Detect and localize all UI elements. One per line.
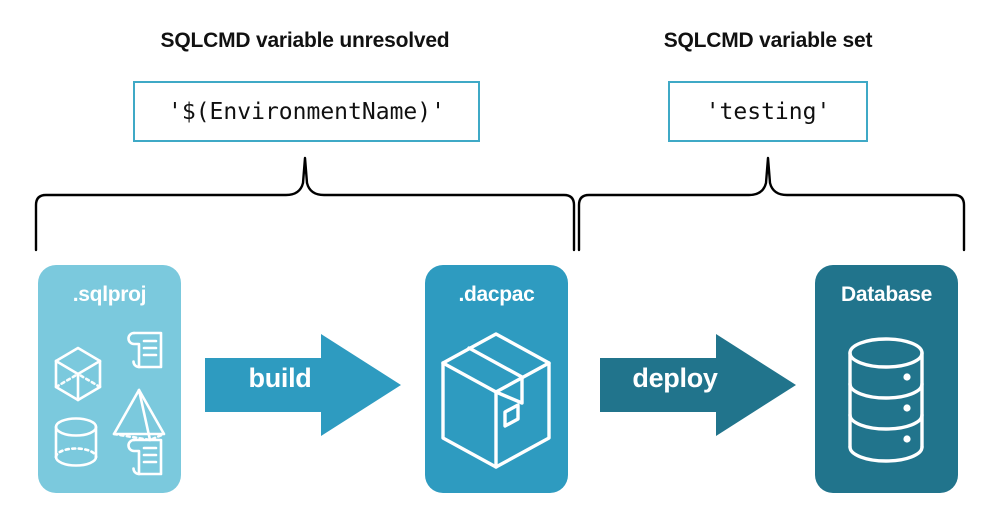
artifact-box-sqlproj: .sqlproj [38, 265, 181, 493]
brace-right-icon [577, 156, 966, 252]
code-box-environment-name: '$(EnvironmentName)' [133, 81, 480, 142]
brace-left-icon [34, 156, 576, 252]
arrow-build: build [205, 334, 401, 436]
code-value-text: 'testing' [705, 98, 831, 125]
sqlproj-contents-art [54, 331, 166, 476]
artifact-box-dacpac: .dacpac [425, 265, 568, 493]
artifact-label-sqlproj: .sqlproj [72, 283, 147, 306]
database-cylinder-icon [848, 337, 924, 463]
pyramid-icon [112, 388, 166, 442]
section-title-unresolved: SQLCMD variable unresolved [160, 29, 450, 52]
section-title-set: SQLCMD variable set [663, 29, 873, 52]
cube-icon [54, 346, 102, 402]
script-scroll-icon [127, 331, 163, 369]
dacpac-contents-art [441, 332, 551, 469]
code-box-testing: 'testing' [668, 81, 868, 142]
deploy-arrow-icon [600, 334, 796, 436]
code-value-text: '$(EnvironmentName)' [168, 98, 445, 125]
artifact-box-database: Database [815, 265, 958, 493]
script-scroll-icon [127, 438, 163, 476]
build-arrow-icon [205, 334, 401, 436]
artifact-label-database: Database [841, 283, 932, 306]
artifact-label-dacpac: .dacpac [458, 283, 535, 306]
package-box-icon [441, 332, 551, 469]
arrow-deploy: deploy [600, 334, 796, 436]
cylinder-icon [54, 417, 98, 467]
database-contents-art [848, 337, 924, 463]
